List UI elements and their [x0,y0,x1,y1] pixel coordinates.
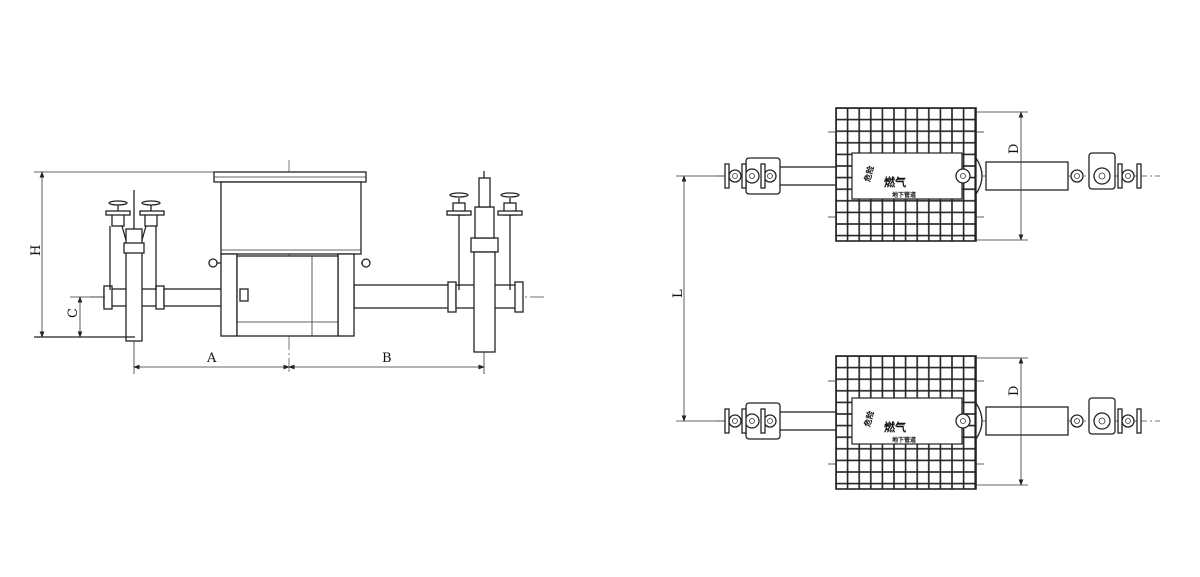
warning-sign-panel [851,152,963,200]
warning-sign-danger: 危险 [862,164,876,184]
dimension-h-label: H [29,245,44,256]
warning-sign-danger: 危险 [862,409,876,429]
dimension-c: C [66,296,83,338]
elevation-view: H C A B [29,160,545,375]
right-riser-assembly [446,171,523,353]
dimension-b-label: B [382,351,392,366]
plan-view-bottom: 危险 燃气 地下管道 D [715,355,1160,490]
dimension-a-label: A [206,351,217,366]
regulator-box [208,171,371,337]
left-valve-handwheel [108,200,128,206]
dimension-l-label: L [671,289,686,298]
plan-view-top: 危险 燃气 地下管道 D [715,107,1160,242]
right-valve-handwheel [500,192,520,198]
warning-sign-gas: 燃气 [883,420,906,434]
left-riser-assembly [105,190,165,342]
main-pipe [103,281,524,313]
dimension-d-bottom-label: D [1007,386,1022,396]
warning-sign-underground: 地下管道 [892,191,916,199]
dimension-h: H [29,171,45,338]
left-valve-handwheel [141,200,161,206]
warning-sign-gas: 燃气 [883,175,906,189]
dimension-c-label: C [66,308,81,318]
dimension-a-b: A B [133,341,485,374]
dimension-d-top-label: D [1007,144,1022,154]
right-valve-handwheel [449,192,469,198]
warning-sign-underground: 地下管道 [892,436,916,444]
dimension-l: L [671,175,735,422]
